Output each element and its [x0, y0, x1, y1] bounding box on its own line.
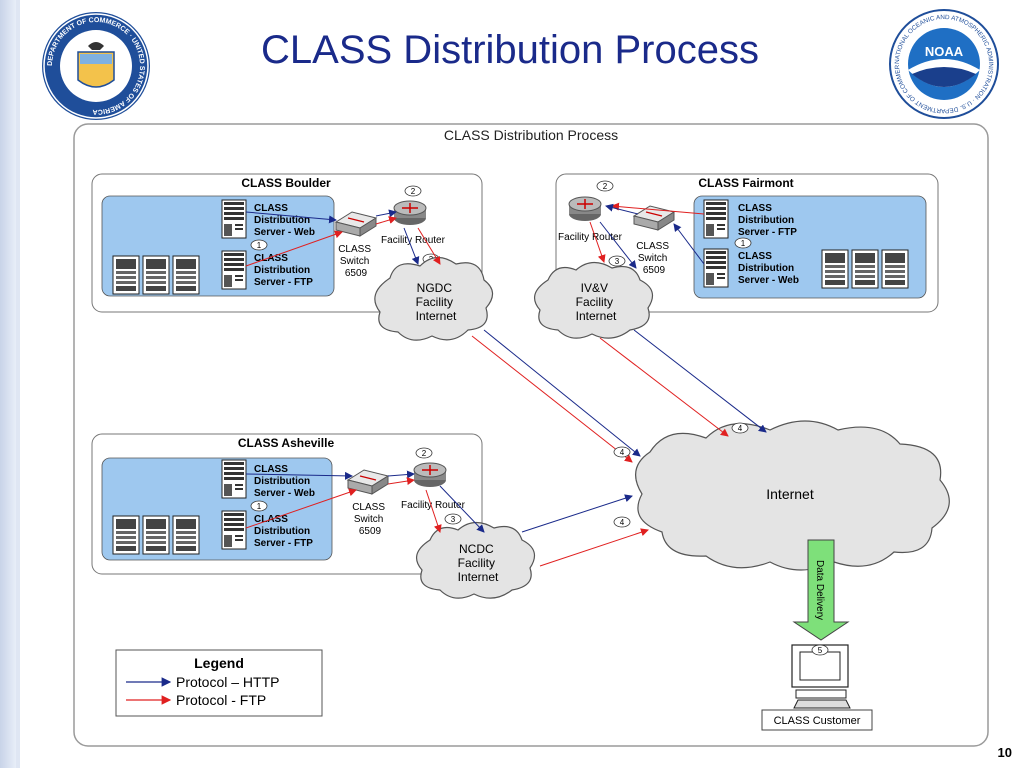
- ivv-step-4: 4: [738, 424, 743, 433]
- asheville-facility-router: [413, 462, 447, 488]
- customer-workstation-icon: [791, 644, 851, 709]
- ngdc-to-internet-ftp: [471, 335, 633, 463]
- ngdc-step-4: 4: [620, 448, 625, 457]
- ivv-to-internet-ftp: [599, 337, 729, 437]
- asheville-router-label: Facility Router: [401, 500, 466, 511]
- legend-ftp-label: Protocol - FTP: [176, 692, 266, 708]
- boulder-switch-label: CLASS Switch 6509: [338, 244, 374, 279]
- legend-title: Legend: [194, 655, 244, 671]
- boulder-ftp-to-switch-ftp: [245, 230, 343, 267]
- ivv-cloud-label: IV&V Facility Internet: [576, 281, 617, 323]
- boulder-switch-to-router-http: [375, 209, 397, 218]
- fairmont-router-to-ivv-http: [599, 221, 637, 269]
- noaa-logo-text: NOAA: [925, 44, 964, 59]
- asheville-switch-label: CLASS Switch 6509: [352, 502, 388, 537]
- customer-label-box: [761, 709, 873, 731]
- boulder-step-2: 2: [411, 187, 416, 196]
- customer-label: CLASS Customer: [774, 715, 861, 727]
- asheville-ftp-server: [221, 510, 247, 550]
- left-decor-stripe-inner: [16, 0, 20, 768]
- noaa-logo: NOAA NATIONAL OCEANIC AND ATMOSPHERIC AD…: [888, 8, 999, 119]
- slide-title: CLASS Distribution Process: [261, 28, 759, 72]
- ivv-internet-cloud: [533, 261, 654, 339]
- ncdc-to-internet-ftp: [539, 528, 649, 567]
- boulder-ftp-server-label: CLASS Distribution Server - FTP: [254, 253, 313, 288]
- asheville-ftp-to-switch-ftp: [245, 488, 357, 529]
- customer-step-5: 5: [818, 646, 823, 655]
- internet-cloud: [635, 420, 950, 571]
- boulder-storage-rack-2: [142, 255, 170, 295]
- fairmont-step-2: 2: [603, 182, 608, 191]
- boulder-switch-to-router-ftp: [375, 216, 397, 225]
- diagram-frame-title: CLASS Distribution Process: [444, 127, 618, 143]
- asheville-switch-to-router-http: [387, 470, 415, 479]
- fairmont-ftp-server: [703, 199, 729, 239]
- fairmont-step-1: 1: [741, 239, 746, 248]
- fairmont-switch-to-router-http: [605, 203, 639, 215]
- data-delivery-arrow: [792, 539, 850, 641]
- boulder-storage-rack-3: [172, 255, 200, 295]
- asheville-step-1: 1: [257, 502, 262, 511]
- internet-label: Internet: [766, 486, 814, 502]
- fairmont-facility-router: [568, 196, 602, 222]
- fairmont-storage-rack-3: [881, 249, 909, 289]
- asheville-storage-rack-3: [172, 515, 200, 555]
- ivv-to-internet-http: [633, 329, 767, 433]
- asheville-storage-rack-2: [142, 515, 170, 555]
- boulder-facility-router: [393, 200, 427, 226]
- legend-http-label: Protocol – HTTP: [176, 674, 279, 690]
- boulder-router-to-ngdc-http: [403, 227, 420, 265]
- boulder-web-server-label: CLASS Distribution Server - Web: [254, 203, 315, 238]
- fairmont-storage-rack-1: [821, 249, 849, 289]
- asheville-router-to-ncdc-http: [439, 485, 485, 533]
- asheville-web-server-label: CLASS Distribution Server - Web: [254, 464, 315, 499]
- boulder-router-label: Facility Router: [381, 235, 446, 246]
- ngdc-cloud-label: NGDC Facility Internet: [416, 281, 457, 323]
- boulder-router-to-ngdc-ftp: [417, 227, 441, 265]
- commerce-seal-logo: DEPARTMENT OF COMMERCE · UNITED STATES O…: [42, 12, 150, 120]
- fairmont-web-to-switch-http: [673, 223, 705, 265]
- ncdc-cloud-label: NCDC Facility Internet: [458, 542, 499, 584]
- fairmont-ftp-to-router-ftp: [611, 202, 705, 215]
- asheville-web-to-switch-http: [245, 471, 353, 480]
- fairmont-web-server-label: CLASS Distribution Server - Web: [738, 251, 799, 286]
- ncdc-step-4: 4: [620, 518, 625, 527]
- ncdc-to-internet-http: [521, 494, 633, 533]
- asheville-switch-to-router-ftp: [387, 477, 415, 486]
- asheville-storage-rack-1: [112, 515, 140, 555]
- legend-box: [115, 649, 323, 717]
- boulder-step-1: 1: [257, 241, 262, 250]
- fairmont-router-to-ivv-ftp: [589, 221, 606, 263]
- asheville-step-3: 3: [451, 515, 456, 524]
- data-delivery-label: Data Delivery: [814, 560, 825, 620]
- asheville-web-server: [221, 459, 247, 499]
- boulder-web-server: [221, 199, 247, 239]
- left-decor-stripe: [0, 0, 16, 768]
- fairmont-web-server: [703, 248, 729, 288]
- asheville-site-title: CLASS Asheville: [238, 436, 335, 450]
- boulder-site-title: CLASS Boulder: [241, 176, 331, 190]
- asheville-step-2: 2: [422, 449, 427, 458]
- fairmont-storage-rack-2: [851, 249, 879, 289]
- fairmont-ftp-server-label: CLASS Distribution Server - FTP: [738, 203, 797, 238]
- fairmont-switch-label: CLASS Switch 6509: [636, 241, 672, 276]
- boulder-ftp-server: [221, 250, 247, 290]
- boulder-web-to-switch-http: [245, 211, 337, 224]
- page-number: 10: [997, 745, 1012, 760]
- fairmont-router-label: Facility Router: [558, 232, 623, 243]
- boulder-storage-rack-1: [112, 255, 140, 295]
- fairmont-step-3: 3: [615, 257, 620, 266]
- ngdc-to-internet-http: [483, 329, 641, 457]
- fairmont-site-title: CLASS Fairmont: [698, 176, 793, 190]
- asheville-router-to-ncdc-ftp: [425, 489, 442, 533]
